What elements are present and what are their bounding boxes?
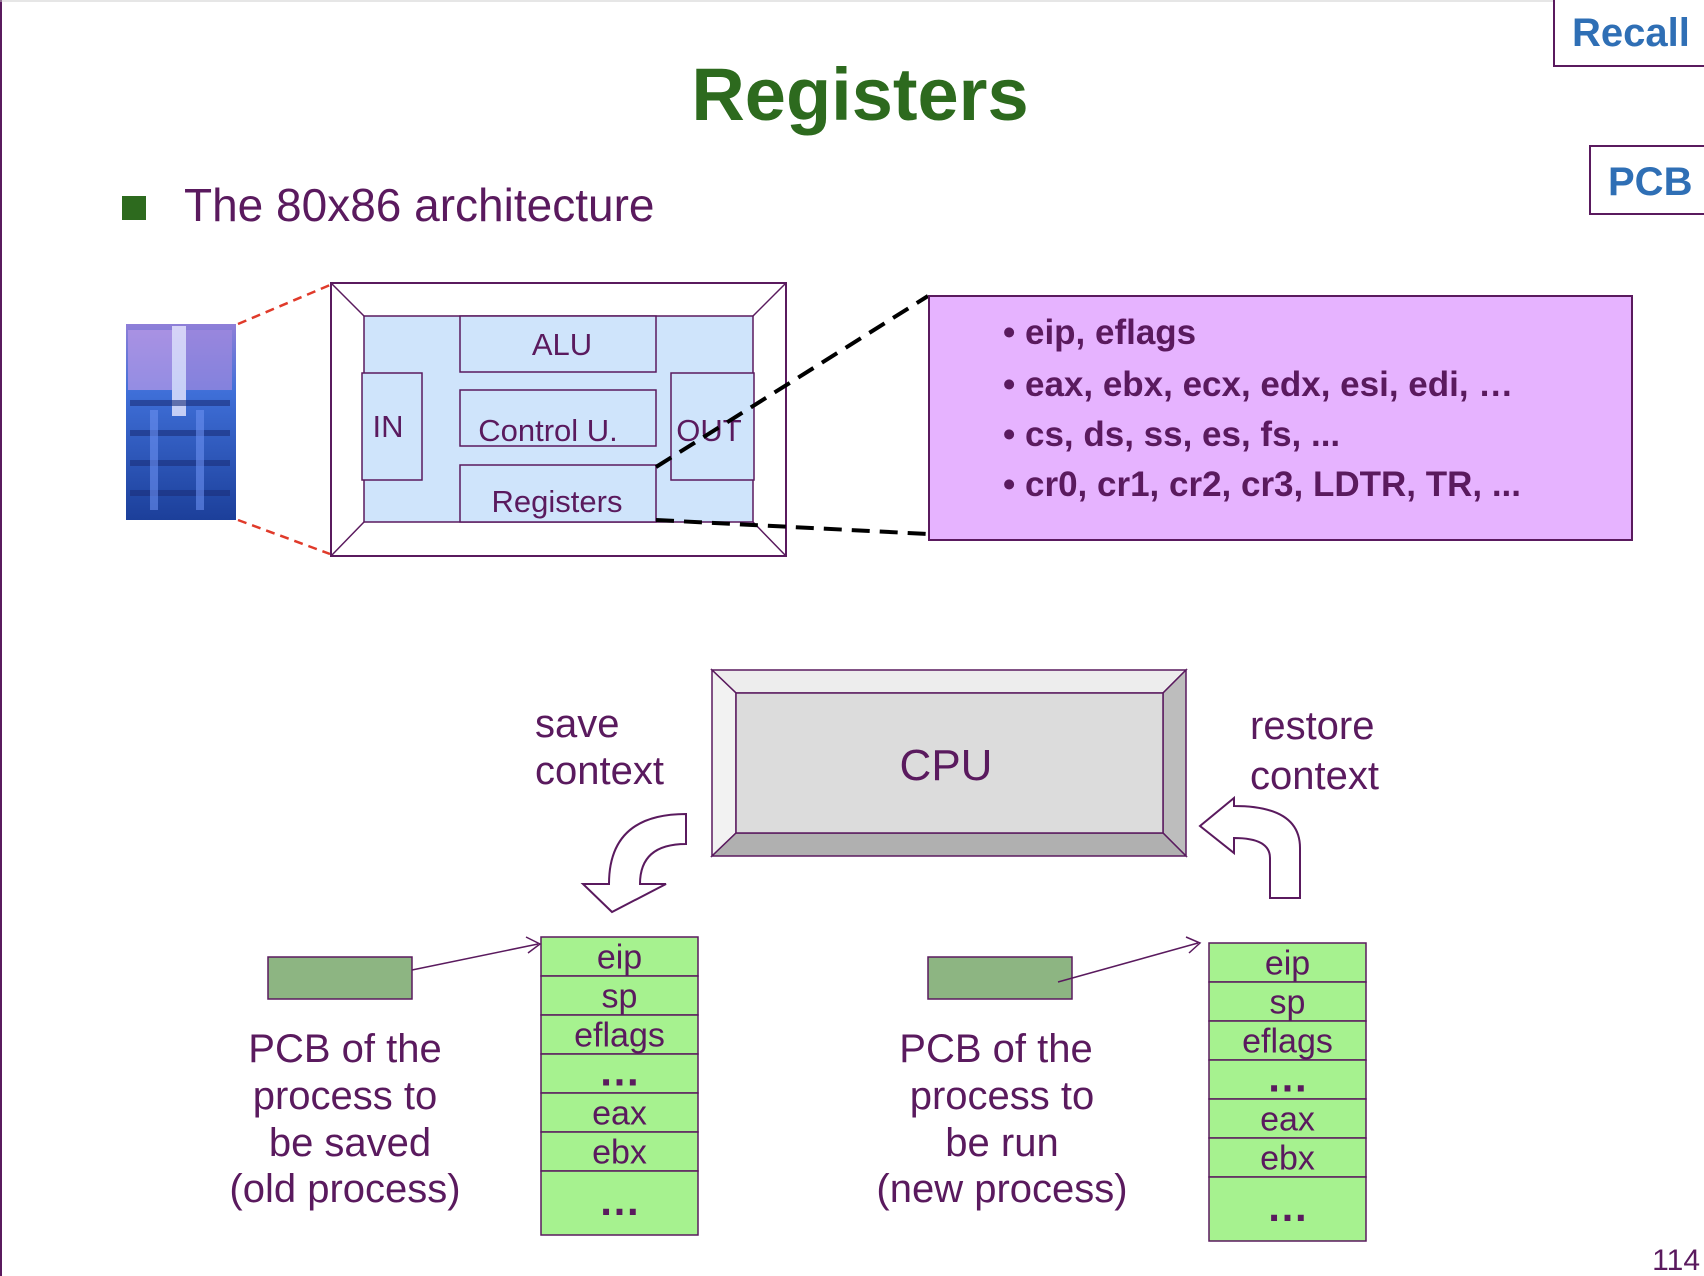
new-pcb-pointer xyxy=(927,956,1073,1000)
register-list-panel xyxy=(928,295,1633,541)
old-stack-cell-label: … xyxy=(599,1048,641,1095)
new-pcb-caption: PCB of the process to be run (new proces… xyxy=(876,1027,1127,1211)
new-stack-cell-label: eflags xyxy=(1242,1023,1333,1061)
register-zoom-line-top xyxy=(654,294,930,469)
new-stack-cell-label: eax xyxy=(1260,1101,1315,1139)
new-stack-cell xyxy=(1208,942,1367,983)
old-stack-cell-label: sp xyxy=(602,978,638,1016)
old-stack-cell xyxy=(540,936,699,977)
restore-context-line1: restore xyxy=(1250,704,1375,748)
register-list-item: • cs, ds, ss, es, fs, ... xyxy=(1003,415,1340,454)
save-context-line2: context xyxy=(535,749,664,793)
new-stack-cell xyxy=(1208,981,1367,1022)
registers-block: Registers xyxy=(459,464,657,523)
control-unit-label: Control U. xyxy=(478,413,618,448)
in-block: IN xyxy=(361,372,423,481)
new-pcb-arrowhead-icon xyxy=(1185,936,1202,954)
pcb-button[interactable]: PCB xyxy=(1589,145,1704,215)
registers-label: Registers xyxy=(492,484,623,519)
old-register-stack: eipspeflags…eaxebx… xyxy=(540,936,699,1236)
new-stack-cell xyxy=(1208,1137,1367,1178)
old-stack-cell xyxy=(540,1170,699,1236)
register-list-item: • cr0, cr1, cr2, cr3, LDTR, TR, ... xyxy=(1003,465,1521,504)
old-stack-cell-label: eip xyxy=(597,939,642,977)
new-pcb-caption-line: (new process) xyxy=(876,1167,1127,1211)
pcb-button-label: PCB xyxy=(1608,160,1692,204)
old-pcb-caption-line: be saved xyxy=(269,1121,431,1165)
register-list-item: • eax, ebx, ecx, edx, esi, edi, … xyxy=(1003,365,1513,404)
recall-button[interactable]: Recall xyxy=(1553,0,1704,67)
recall-label: Recall xyxy=(1572,11,1690,55)
old-stack-cell-label: eflags xyxy=(574,1017,665,1055)
new-stack-cell-label: eip xyxy=(1265,945,1310,983)
page-number: 114 xyxy=(1652,1244,1700,1276)
old-pcb-caption-line: (old process) xyxy=(229,1167,460,1211)
save-context-line1: save xyxy=(535,702,620,746)
new-stack-cell xyxy=(1208,1059,1367,1100)
cpu-box: CPU xyxy=(710,668,1188,858)
new-pcb-arrow xyxy=(1057,942,1199,983)
new-stack-cell-label: … xyxy=(1267,1183,1309,1230)
new-stack-cell xyxy=(1208,1098,1367,1139)
in-label: IN xyxy=(373,409,404,444)
old-stack-cell-label: … xyxy=(599,1177,641,1224)
old-stack-cell-label: ebx xyxy=(592,1134,647,1172)
old-pcb-pointer xyxy=(267,956,413,1000)
restore-context-arrow-icon xyxy=(1198,795,1301,899)
bullet-text: The 80x86 architecture xyxy=(184,179,655,231)
page-title: Registers xyxy=(691,53,1028,136)
save-context-arrow-icon xyxy=(580,812,687,914)
bullet-square-icon xyxy=(122,196,146,220)
new-stack-cell-label: ebx xyxy=(1260,1140,1315,1178)
old-stack-cell xyxy=(540,1014,699,1055)
old-pcb-caption-line: process to xyxy=(253,1074,438,1118)
new-stack-cell-label: … xyxy=(1267,1054,1309,1101)
new-stack-cell xyxy=(1208,1176,1367,1242)
old-stack-cell xyxy=(540,975,699,1016)
chip-die-image xyxy=(126,324,236,520)
new-stack-cell-label: sp xyxy=(1270,984,1306,1022)
old-pcb-caption-line: PCB of the xyxy=(248,1027,441,1071)
zoom-line-bottom xyxy=(237,518,331,556)
old-pcb-arrowhead-icon xyxy=(525,936,542,954)
out-block: OUT xyxy=(670,372,755,481)
alu-block: ALU xyxy=(459,315,657,373)
register-zoom-line-bottom xyxy=(655,518,929,536)
register-list-item: • eip, eflags xyxy=(1003,313,1196,352)
old-stack-cell xyxy=(540,1092,699,1133)
restore-context-line2: context xyxy=(1250,754,1379,798)
control-unit-block: Control U. xyxy=(459,389,657,448)
old-stack-cell-label: eax xyxy=(592,1095,647,1133)
cpu-label: CPU xyxy=(900,741,993,790)
new-pcb-caption-line: PCB of the xyxy=(899,1027,1092,1071)
new-pcb-caption-line: be run xyxy=(945,1121,1058,1165)
new-pcb-caption-line: process to xyxy=(910,1074,1095,1118)
new-register-stack: eipspeflags…eaxebx… xyxy=(1208,942,1367,1242)
alu-label: ALU xyxy=(532,327,592,362)
old-pcb-caption: PCB of the process to be saved (old proc… xyxy=(229,1027,460,1211)
old-pcb-arrow xyxy=(411,943,539,971)
zoom-line-top xyxy=(237,283,331,326)
